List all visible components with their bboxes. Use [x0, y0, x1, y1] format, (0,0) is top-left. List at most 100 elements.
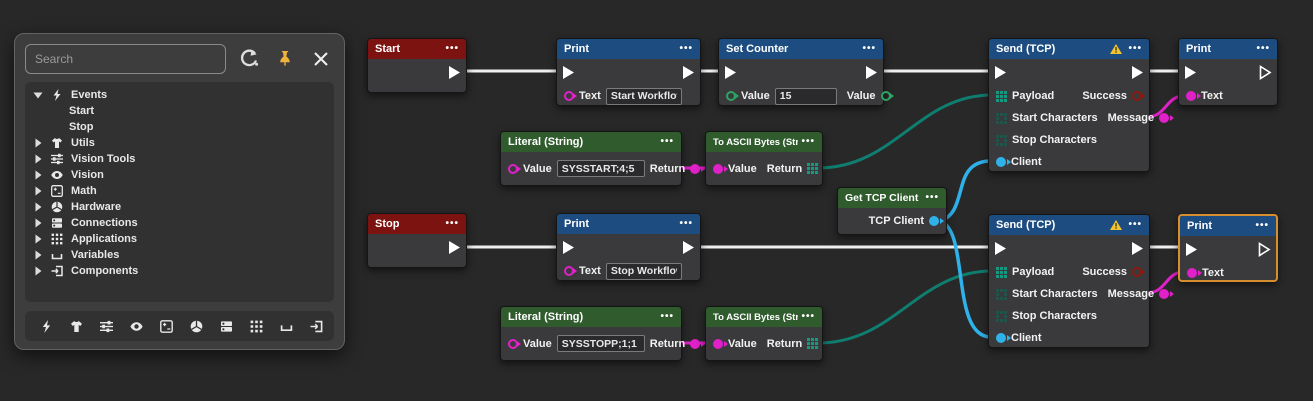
node-header[interactable]: Print •••: [557, 214, 700, 234]
exec-out-port[interactable]: [1258, 241, 1271, 257]
caret-right-icon[interactable]: [33, 234, 43, 244]
start-characters-input-port[interactable]: [996, 288, 1007, 300]
node-menu-icon[interactable]: •••: [660, 311, 674, 322]
exec-in-port[interactable]: [994, 241, 1007, 256]
caret-right-icon[interactable]: [33, 138, 43, 148]
literal-value-input[interactable]: [556, 335, 645, 352]
text-value-input[interactable]: [605, 87, 682, 105]
wire-client-send-bottom[interactable]: [939, 219, 992, 339]
payload-input-port[interactable]: [996, 266, 1007, 278]
value-input[interactable]: [774, 87, 837, 105]
text-input-port[interactable]: [1186, 91, 1201, 101]
exec-in-port[interactable]: [1184, 65, 1197, 80]
node-menu-icon[interactable]: •••: [801, 311, 815, 322]
node-header[interactable]: To ASCII Bytes (String) •••: [706, 132, 822, 152]
success-output-port[interactable]: [1132, 91, 1145, 101]
exec-out-port[interactable]: [1259, 64, 1272, 80]
return-output-port[interactable]: [690, 163, 706, 174]
message-output-port[interactable]: [1159, 113, 1175, 123]
value-input-port[interactable]: [508, 338, 521, 349]
tree-item-components[interactable]: Components: [25, 263, 334, 279]
exec-out-port[interactable]: [448, 65, 461, 80]
bracket-icon[interactable]: [277, 317, 295, 335]
node-menu-icon[interactable]: •••: [445, 43, 459, 54]
tree-item-start[interactable]: Start: [25, 103, 334, 119]
text-input-port[interactable]: [564, 91, 577, 101]
tree-item-vision-tools[interactable]: Vision Tools: [25, 151, 334, 167]
node-menu-icon[interactable]: •••: [1128, 43, 1142, 54]
node-menu-icon[interactable]: •••: [660, 136, 674, 147]
text-input-port[interactable]: [564, 266, 577, 276]
start-characters-input-port[interactable]: [996, 112, 1007, 124]
node-menu-icon[interactable]: •••: [679, 43, 693, 54]
node-menu-icon[interactable]: •••: [1128, 219, 1142, 230]
node-menu-icon[interactable]: •••: [925, 192, 939, 203]
node-menu-icon[interactable]: •••: [1256, 43, 1270, 54]
value-input-port[interactable]: [713, 338, 728, 349]
stop-characters-input-port[interactable]: [996, 310, 1007, 322]
warning-icon[interactable]: [1109, 43, 1123, 55]
wire-client-send-top[interactable]: [939, 159, 992, 223]
node-literal-string-bottom[interactable]: Literal (String) ••• Value Return: [500, 306, 706, 361]
success-output-port[interactable]: [1132, 267, 1145, 277]
node-to-ascii-bytes-bottom[interactable]: To ASCII Bytes (String) ••• Value Return: [705, 306, 823, 361]
eye-icon[interactable]: [127, 317, 145, 335]
shirt-icon[interactable]: [67, 317, 85, 335]
search-input[interactable]: [25, 44, 226, 74]
tree-item-stop[interactable]: Stop: [25, 119, 334, 135]
node-menu-icon[interactable]: •••: [1255, 220, 1269, 231]
tree-item-connections[interactable]: Connections: [25, 215, 334, 231]
client-input-port[interactable]: [996, 333, 1011, 343]
aperture-icon[interactable]: [187, 317, 205, 335]
node-set-counter[interactable]: Set Counter ••• Value Value: [718, 38, 894, 106]
return-output-port[interactable]: [807, 163, 819, 174]
node-print-out-bottom[interactable]: Print ••• Text: [1178, 214, 1278, 282]
tcp-client-output-port[interactable]: [929, 216, 944, 226]
node-menu-icon[interactable]: •••: [801, 136, 815, 147]
value-input-port[interactable]: [726, 91, 739, 101]
tree-item-utils[interactable]: Utils: [25, 135, 334, 151]
node-stop[interactable]: Stop •••: [367, 213, 467, 268]
exec-out-port[interactable]: [1131, 241, 1144, 256]
calculator-icon[interactable]: [157, 317, 175, 335]
refresh-icon[interactable]: [236, 46, 262, 72]
node-menu-icon[interactable]: •••: [445, 218, 459, 229]
exec-out-port[interactable]: [448, 240, 461, 255]
node-get-tcp-client[interactable]: Get TCP Client ••• TCP Client: [837, 187, 947, 235]
caret-right-icon[interactable]: [33, 202, 43, 212]
pin-icon[interactable]: [272, 46, 298, 72]
node-menu-icon[interactable]: •••: [679, 218, 693, 229]
box-arrow-icon[interactable]: [307, 317, 325, 335]
payload-input-port[interactable]: [996, 90, 1007, 102]
node-send-tcp-bottom[interactable]: Send (TCP) ••• Payload Success Start Cha…: [988, 214, 1175, 348]
caret-right-icon[interactable]: [33, 266, 43, 276]
lightning-icon[interactable]: [37, 317, 55, 335]
node-header[interactable]: Print •••: [1180, 216, 1276, 236]
tree-item-math[interactable]: Math: [25, 183, 334, 199]
node-to-ascii-bytes-top[interactable]: To ASCII Bytes (String) ••• Value Return: [705, 131, 823, 186]
node-header[interactable]: Literal (String) •••: [501, 307, 681, 327]
caret-down-icon[interactable]: [33, 90, 43, 100]
exec-in-port[interactable]: [562, 240, 575, 255]
node-header[interactable]: Send (TCP) •••: [989, 215, 1149, 235]
node-menu-icon[interactable]: •••: [862, 43, 876, 54]
message-output-port[interactable]: [1159, 289, 1175, 299]
node-header[interactable]: Get TCP Client •••: [838, 188, 946, 208]
grid-icon[interactable]: [247, 317, 265, 335]
exec-out-port[interactable]: [682, 65, 695, 80]
return-output-port[interactable]: [807, 338, 819, 349]
node-header[interactable]: Send (TCP) •••: [989, 39, 1149, 59]
wire-toascii-payload-bottom[interactable]: [817, 269, 993, 345]
client-input-port[interactable]: [996, 157, 1011, 167]
stop-characters-input-port[interactable]: [996, 134, 1007, 146]
tree-item-events[interactable]: Events: [25, 87, 334, 103]
node-literal-string-top[interactable]: Literal (String) ••• Value Return: [500, 131, 706, 186]
node-header[interactable]: Literal (String) •••: [501, 132, 681, 152]
value-output-port[interactable]: [880, 91, 894, 101]
wire-toascii-payload-top[interactable]: [817, 93, 993, 170]
caret-right-icon[interactable]: [33, 186, 43, 196]
node-header[interactable]: Stop •••: [368, 214, 466, 234]
node-header[interactable]: Print •••: [1179, 39, 1277, 59]
caret-right-icon[interactable]: [33, 218, 43, 228]
